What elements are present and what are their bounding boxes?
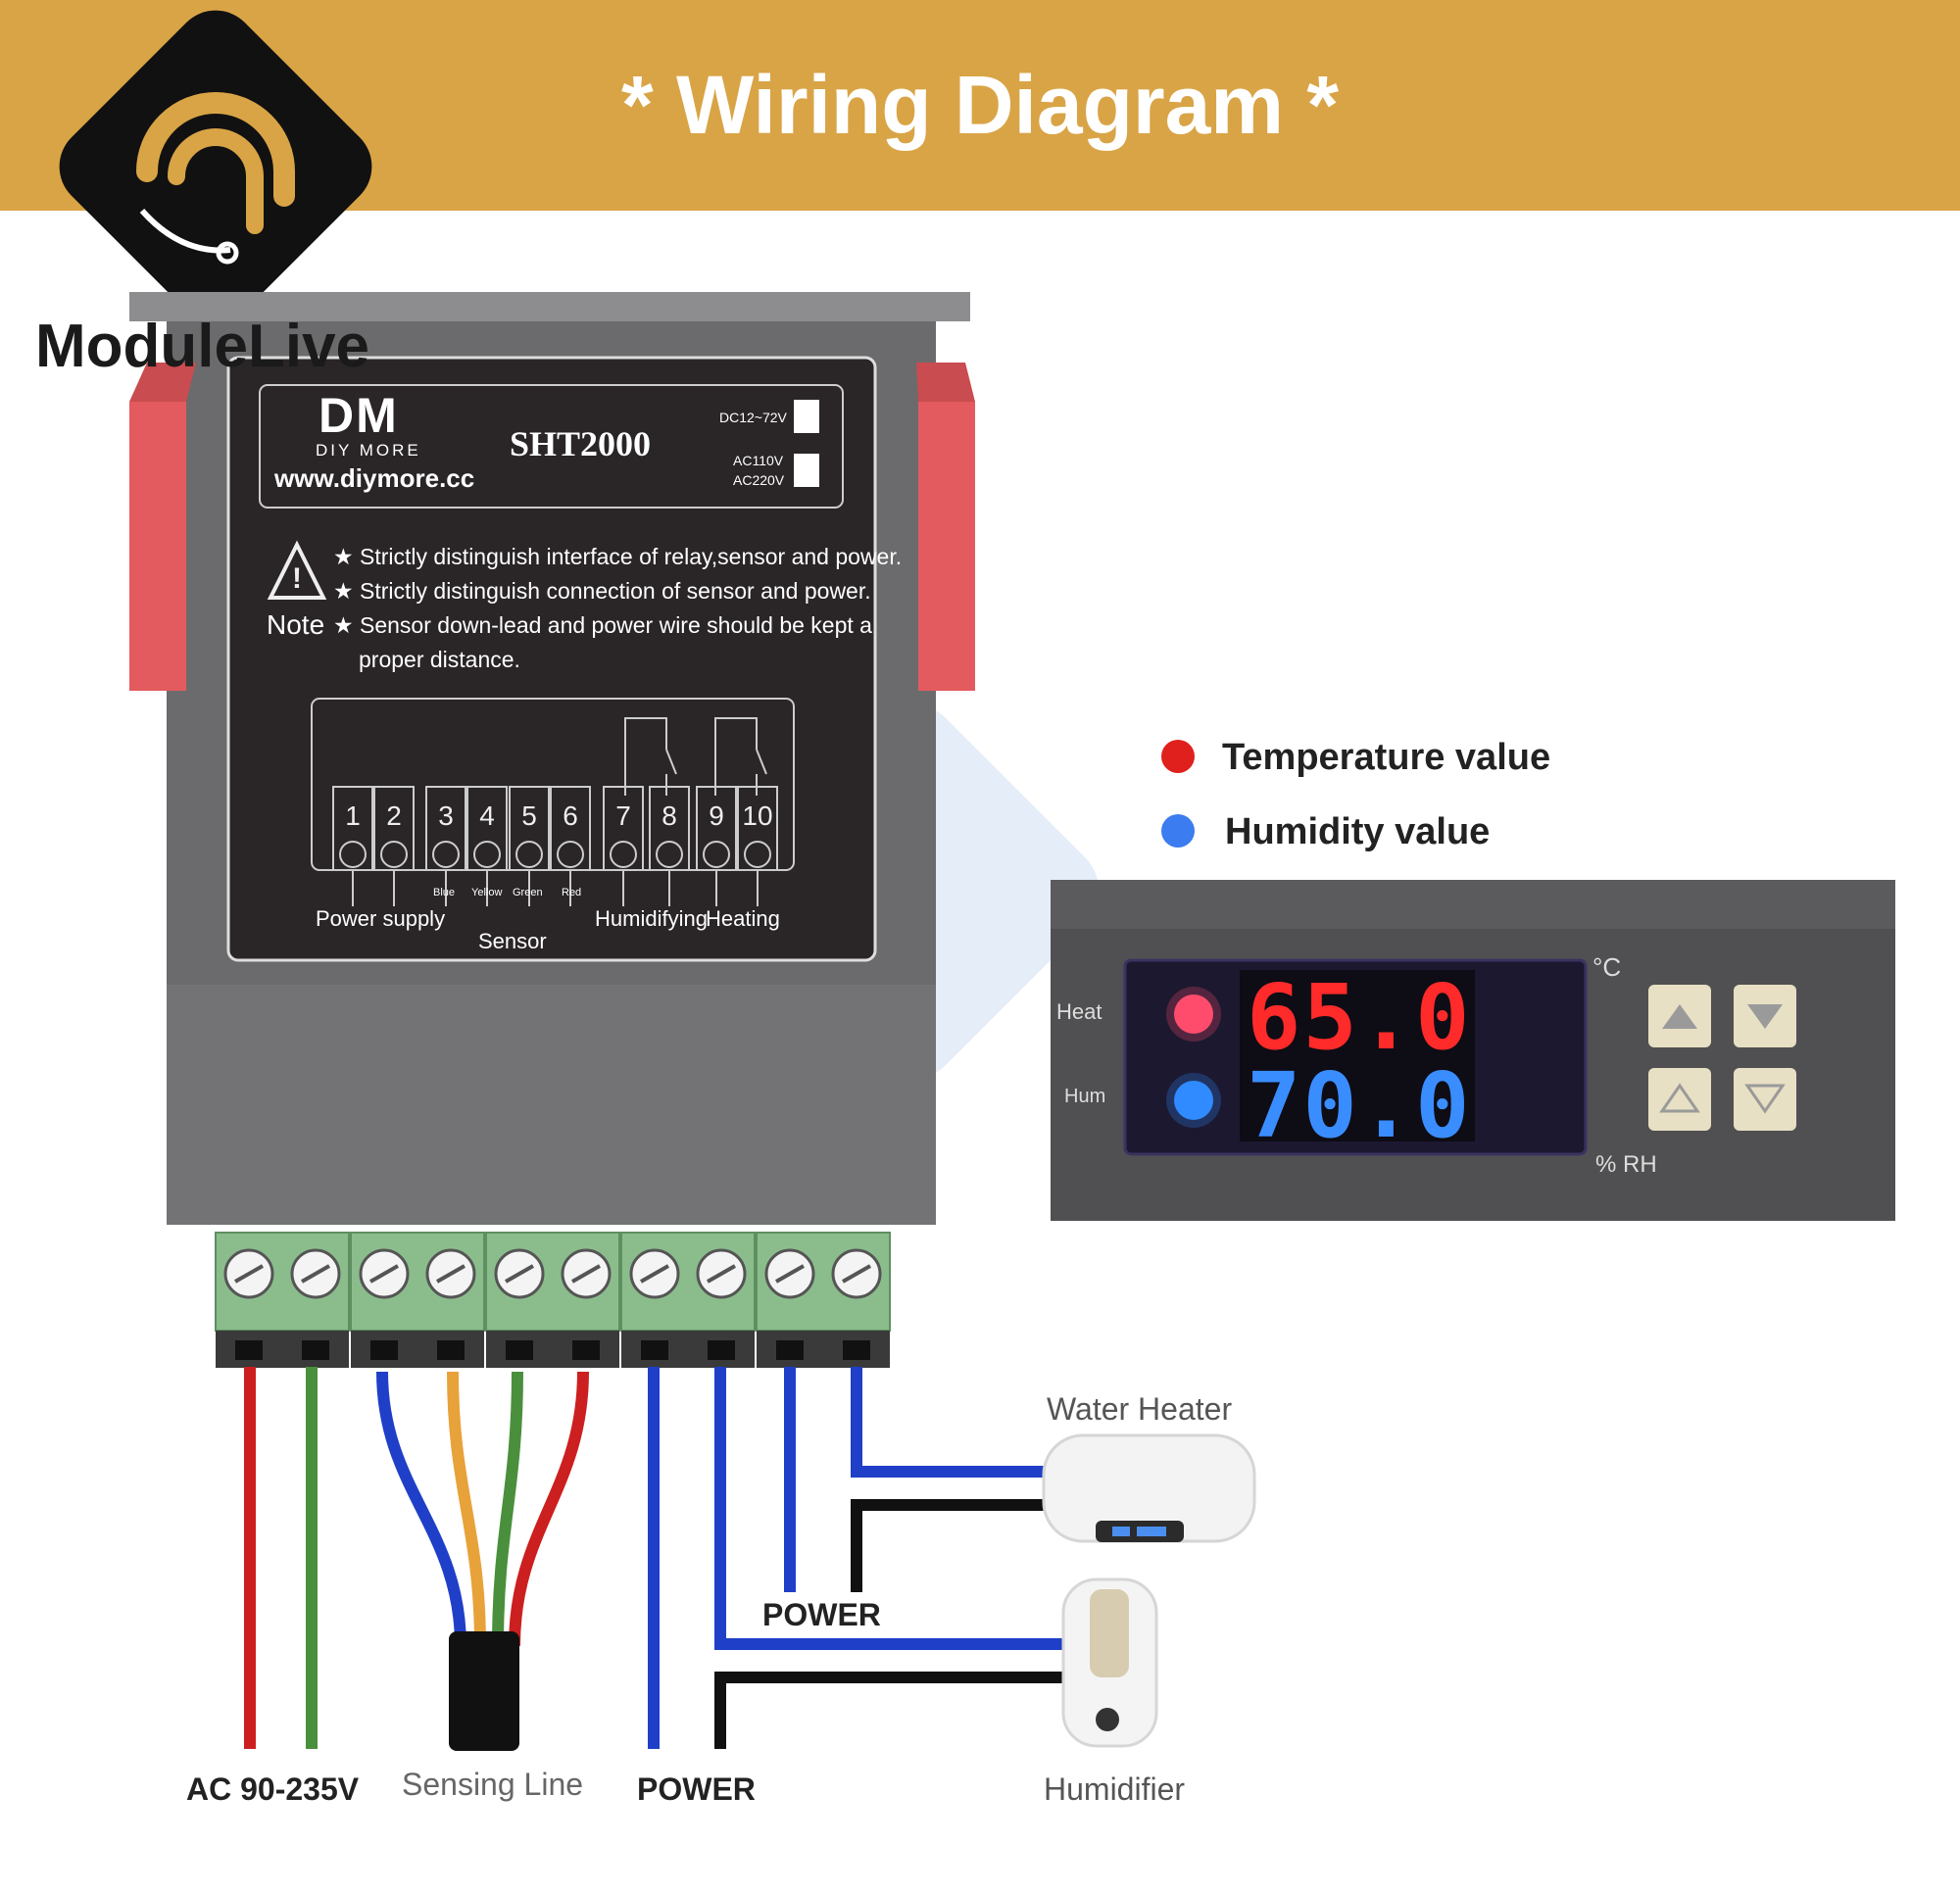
- brand-logo-icon: [59, 10, 372, 323]
- diymore-sub: DIY MORE: [316, 441, 421, 460]
- voltage-ac2-label: AC220V: [733, 472, 785, 488]
- temperature-legend-dot: [1161, 740, 1195, 773]
- heating-label: Heating: [706, 906, 780, 931]
- wire-color-yellow: Yellow: [471, 887, 503, 898]
- humidifier-label: Humidifier: [1044, 1771, 1186, 1807]
- terminal-3: 3: [425, 786, 466, 906]
- page-title: * Wiring Diagram *: [620, 59, 1340, 151]
- terminal-5: 5: [509, 786, 550, 906]
- svg-text:7: 7: [615, 800, 631, 831]
- power-label-mid: POWER: [762, 1597, 881, 1632]
- wire-color-red: Red: [562, 887, 582, 898]
- terminal-4: 4: [466, 786, 508, 906]
- controller-front-view: [1051, 880, 1895, 1221]
- model-name: SHT2000: [510, 424, 652, 463]
- svg-text:4: 4: [479, 800, 495, 831]
- svg-text:2: 2: [386, 800, 402, 831]
- up-outline-button[interactable]: [1648, 1068, 1711, 1131]
- note-line-3: ★ Sensor down-lead and power wire should…: [333, 612, 872, 638]
- terminal-7: 7: [603, 786, 644, 906]
- terminal-10: 10: [737, 786, 778, 906]
- terminal-8: 8: [649, 786, 690, 906]
- note-line-4: proper distance.: [359, 647, 520, 672]
- water-heater-label: Water Heater: [1047, 1391, 1233, 1427]
- svg-text:3: 3: [438, 800, 454, 831]
- humid-blue-wire: [714, 1367, 1063, 1650]
- svg-text:10: 10: [742, 800, 772, 831]
- rh-unit: % RH: [1595, 1151, 1657, 1178]
- wires: [244, 1367, 1063, 1751]
- heat-black-wire: [851, 1499, 1044, 1592]
- screw-block-4: [620, 1232, 756, 1368]
- power-supply-label: Power supply: [316, 906, 446, 931]
- wire-color-green: Green: [513, 887, 543, 898]
- humidity-legend-label: Humidity value: [1225, 811, 1491, 852]
- screw-block-1: [215, 1232, 350, 1368]
- sensor-green-wire: [492, 1371, 523, 1647]
- humidifying-label: Humidifying: [595, 906, 708, 931]
- heat-blue-wire: [851, 1367, 1044, 1478]
- screw-terminal-block: [215, 1232, 891, 1368]
- sensor-red-wire: [509, 1371, 589, 1647]
- wire-color-blue: Blue: [433, 887, 456, 898]
- power-label-bottom: POWER: [637, 1771, 756, 1807]
- controller-back-view: !: [129, 292, 975, 1225]
- svg-text:!: !: [292, 562, 302, 595]
- down-outline-button[interactable]: [1734, 1068, 1796, 1131]
- humidifier-icon: [1061, 1577, 1158, 1748]
- voltage-ac1-label: AC110V: [733, 453, 784, 468]
- diymore-logo: DM: [318, 388, 399, 443]
- terminal-6: 6: [550, 786, 591, 906]
- sensor-cable-sheath: [449, 1631, 519, 1751]
- humid-black-wire: [714, 1672, 1063, 1749]
- sensing-line-label: Sensing Line: [402, 1767, 584, 1802]
- down-button[interactable]: [1734, 985, 1796, 1047]
- sensor-label: Sensor: [478, 929, 547, 953]
- screw-block-5: [756, 1232, 891, 1368]
- note-line-1: ★ Strictly distinguish interface of rela…: [333, 544, 903, 569]
- hum-label: Hum: [1064, 1086, 1106, 1107]
- humidity-legend-dot: [1161, 814, 1195, 848]
- humidity-readout: 70.0: [1247, 1053, 1472, 1158]
- note-label: Note: [267, 609, 325, 640]
- warning-icon: [267, 540, 327, 600]
- ac-voltage-label: AC 90-235V: [186, 1771, 360, 1807]
- screw-block-2: [350, 1232, 485, 1368]
- website-text: www.diymore.cc: [274, 463, 475, 493]
- heat-label: Heat: [1056, 999, 1102, 1024]
- screw-block-3: [485, 1232, 620, 1368]
- water-heater-icon: [1042, 1433, 1256, 1543]
- svg-text:8: 8: [662, 800, 677, 831]
- svg-text:5: 5: [521, 800, 537, 831]
- svg-text:9: 9: [709, 800, 724, 831]
- voltage-dc-label: DC12~72V: [719, 410, 787, 425]
- hum-indicator-led: [1174, 1081, 1213, 1120]
- sensor-yellow-wire: [447, 1371, 486, 1647]
- svg-text:6: 6: [563, 800, 578, 831]
- celsius-unit: °C: [1592, 952, 1622, 982]
- temperature-legend-label: Temperature value: [1222, 737, 1551, 778]
- brand-name: ModuleLive: [35, 313, 370, 380]
- up-button[interactable]: [1648, 985, 1711, 1047]
- sensor-blue-wire: [376, 1371, 466, 1647]
- terminal-1: 1: [332, 786, 373, 906]
- temperature-readout: 65.0: [1247, 965, 1472, 1070]
- terminal-9: 9: [696, 786, 737, 906]
- terminal-2: 2: [373, 786, 415, 906]
- note-line-2: ★ Strictly distinguish connection of sen…: [333, 578, 871, 604]
- heat-indicator-led: [1174, 995, 1213, 1034]
- svg-text:1: 1: [345, 800, 361, 831]
